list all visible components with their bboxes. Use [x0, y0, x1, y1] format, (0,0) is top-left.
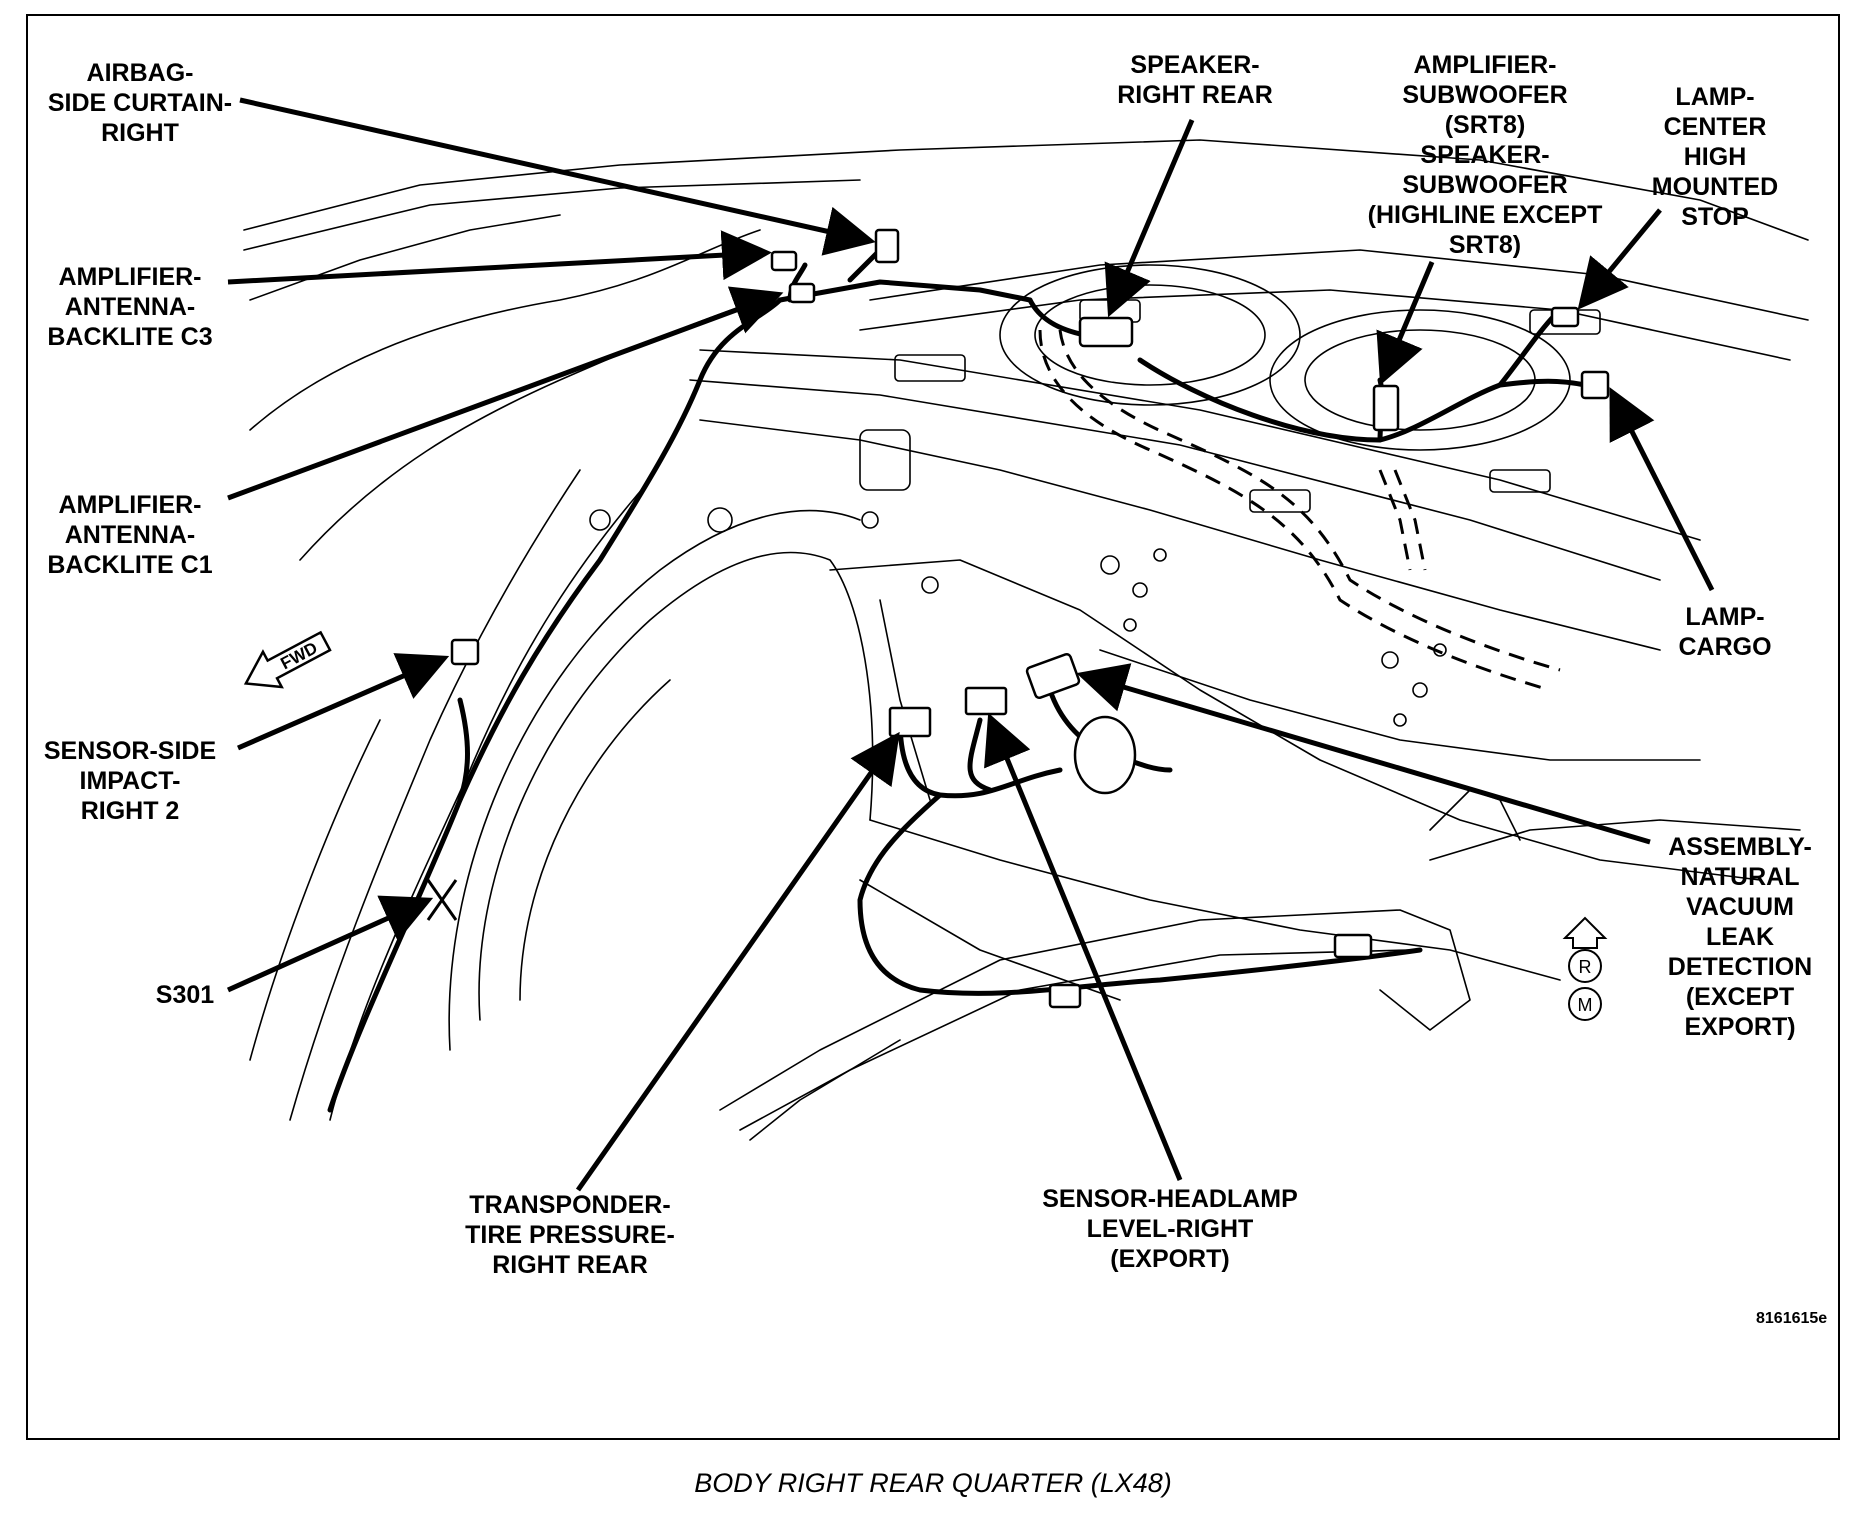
- arrow-antenna-c3: [227, 230, 772, 285]
- label-sensor-side-impact: SENSOR-SIDE IMPACT- RIGHT 2: [43, 737, 217, 825]
- connectors: [450, 228, 1610, 1009]
- arrow-headlamp-sensor: [984, 712, 1183, 1181]
- figure-caption: BODY RIGHT REAR QUARTER (LX48): [694, 1468, 1172, 1498]
- arrow-speaker: [1104, 119, 1195, 318]
- rm-badge-r: R: [1579, 957, 1592, 977]
- leader-arrows: [226, 97, 1715, 1192]
- s301-splice: [426, 879, 458, 921]
- chms-connector: [1550, 306, 1580, 328]
- fwd-arrow: FWD: [243, 630, 332, 689]
- label-headlamp-sensor: SENSOR-HEADLAMP LEVEL-RIGHT (EXPORT): [1042, 1185, 1298, 1273]
- diagram-frame: [26, 14, 1840, 1440]
- wiring-harness: [327, 237, 1588, 1113]
- arrow-nvld: [1076, 663, 1651, 845]
- speaker-connector: [1078, 316, 1134, 348]
- label-airbag-side-curtain: AIRBAG- SIDE CURTAIN- RIGHT: [47, 59, 233, 147]
- rm-badge-m: M: [1578, 995, 1593, 1015]
- body-structure: [243, 139, 1809, 1141]
- arrow-s301: [226, 895, 434, 993]
- antenna-c1-connector: [788, 282, 816, 304]
- label-speaker-right-rear: SPEAKER- RIGHT REAR: [1117, 51, 1273, 109]
- figure-id: 8161615e: [1756, 1310, 1828, 1327]
- subwoofer-connector: [1372, 384, 1400, 432]
- label-amplifier-subwoofer: AMPLIFIER- SUBWOOFER (SRT8) SPEAKER- SUB…: [1367, 51, 1603, 259]
- arrow-side-impact: [237, 653, 450, 751]
- label-s301: S301: [155, 981, 215, 1009]
- airbag-connector: [874, 228, 900, 264]
- arrow-antenna-c1: [227, 286, 784, 501]
- label-lamp-chms: LAMP- CENTER HIGH MOUNTED STOP: [1651, 83, 1779, 231]
- arrow-cargo-lamp: [1609, 387, 1715, 592]
- label-lamp-cargo: LAMP- CARGO: [1678, 603, 1772, 661]
- rm-badge: R M: [1562, 916, 1608, 1021]
- arrow-chms: [1577, 208, 1662, 310]
- cargo-lamp-connector: [1580, 370, 1610, 400]
- arrow-transponder: [575, 731, 900, 1192]
- label-nvld: ASSEMBLY- NATURAL VACUUM LEAK DETECTION …: [1667, 833, 1813, 1041]
- tpms-connector: [888, 706, 932, 738]
- nvld-connector: [1025, 652, 1081, 700]
- label-transponder-tpms: TRANSPONDER- TIRE PRESSURE- RIGHT REAR: [465, 1191, 675, 1279]
- harness-clip-2: [1048, 983, 1082, 1009]
- hidden-harness-route: [1038, 329, 1561, 692]
- antenna-c3-connector: [770, 250, 798, 272]
- label-amplifier-antenna-c1: AMPLIFIER- ANTENNA- BACKLITE C1: [47, 491, 213, 579]
- side-impact-connector: [450, 638, 480, 666]
- harness-clip: [1333, 933, 1373, 959]
- label-amplifier-antenna-c3: AMPLIFIER- ANTENNA- BACKLITE C3: [47, 263, 213, 351]
- grommet: [1073, 715, 1137, 795]
- headlamp-sensor-connector: [964, 686, 1008, 716]
- arrow-subwoofer: [1376, 261, 1435, 386]
- arrow-airbag: [239, 97, 876, 256]
